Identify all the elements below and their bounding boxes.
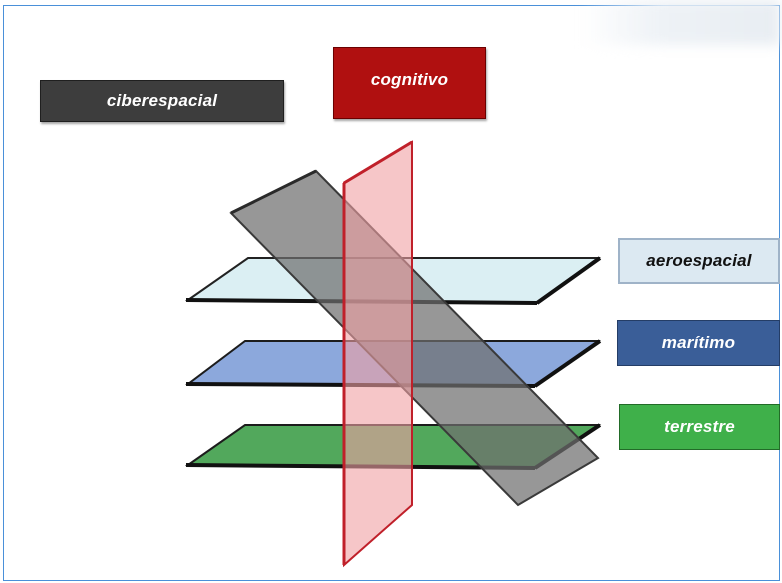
ciberespacial-plane-top-edge: [230, 169, 317, 215]
cognitivo-plane: [343, 140, 413, 568]
cognitivo-label: cognitivo: [333, 47, 486, 119]
aeroespacial-label: aeroespacial: [618, 238, 780, 284]
cognitivo-plane-top-edge: [343, 140, 413, 185]
maritimo-label: marítimo: [617, 320, 780, 366]
maritimo-plane-edge-right: [533, 339, 602, 388]
corner-glow: [580, 0, 780, 45]
ciberespacial-label: ciberespacial: [40, 80, 284, 122]
aeroespacial-plane-edge-right: [535, 256, 602, 305]
terrestre-label: terrestre: [619, 404, 780, 450]
